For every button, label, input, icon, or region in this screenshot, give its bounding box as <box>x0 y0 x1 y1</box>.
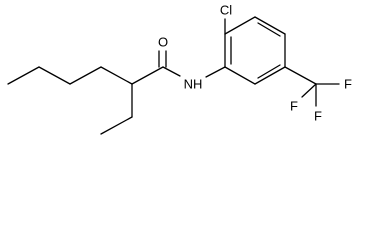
ring-bond-2-3 <box>224 16 256 35</box>
ring-bond-3-4 <box>254 16 286 35</box>
bond-c1-c2 <box>7 66 40 85</box>
fluorine-label-bottom: F <box>314 109 322 124</box>
ring-inner-bond-c <box>257 64 281 79</box>
nitrogen-label: NH <box>184 77 203 92</box>
chemical-structure: O NH Cl F F F <box>7 3 352 135</box>
bond-c3-c4 <box>69 66 102 85</box>
chlorine-label: Cl <box>220 3 232 18</box>
fluorine-label-left: F <box>290 99 298 114</box>
bond-nitrogen-ring <box>205 66 226 78</box>
ring-bond-6-1 <box>224 66 256 85</box>
oxygen-label: O <box>158 35 168 50</box>
bond-carbonyl-nitrogen <box>162 66 181 77</box>
bonds <box>7 16 340 135</box>
bond-c6-c7 <box>100 116 133 135</box>
ring-bond-5-6 <box>254 66 286 85</box>
bond-ring-cf3 <box>284 66 317 85</box>
atom-labels: O NH Cl F F F <box>158 3 352 124</box>
ring-inner-bond-b <box>257 22 281 37</box>
bond-c5-carbonyl <box>131 66 164 85</box>
bond-c2-c3 <box>38 66 71 85</box>
bond-c4-c5 <box>100 66 133 85</box>
fluorine-label-right: F <box>344 77 352 92</box>
bond-c-f-left <box>301 83 317 98</box>
